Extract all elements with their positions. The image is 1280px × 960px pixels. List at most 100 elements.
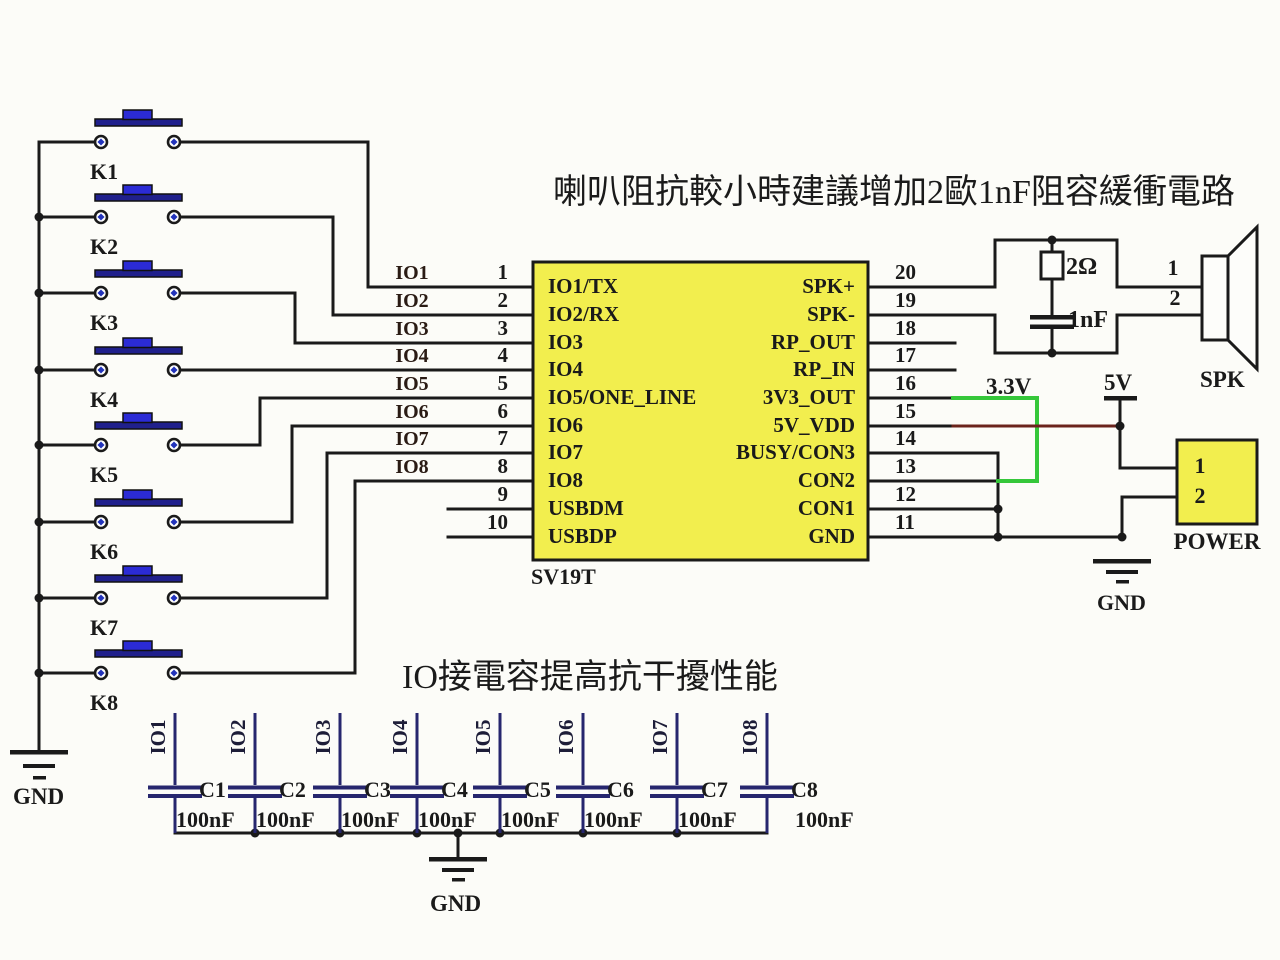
- pin-num-4: 4: [497, 343, 509, 367]
- ic-pin-label-rpout: RP_OUT: [771, 330, 855, 354]
- cap-name-c1: C1: [199, 777, 226, 802]
- pin-num-3: 3: [497, 316, 509, 340]
- cap-value-c5: 100nF: [501, 807, 560, 832]
- wire-group: [37, 140, 1204, 860]
- pin-num-5: 5: [497, 371, 509, 395]
- v5-rail-wire: [1118, 397, 1179, 470]
- pin-num-9: 9: [497, 482, 509, 506]
- cap-net-io2: IO2: [226, 719, 250, 755]
- button-k2[interactable]: [93, 183, 184, 225]
- net-label-io8: IO8: [395, 456, 429, 478]
- pin-num-10: 10: [487, 510, 508, 534]
- power-pin2-label: 2: [1194, 483, 1206, 508]
- net-io2-wire: [179, 215, 535, 317]
- pin-num-16: 16: [895, 371, 916, 395]
- net-io5-wire: [179, 396, 535, 447]
- net-io1-wire: [179, 140, 535, 289]
- pin-num-7: 7: [497, 426, 509, 450]
- resistor-icon: [1039, 250, 1065, 281]
- snubber-note: 喇叭阻抗較小時建議增加2歐1nF阻容緩衝電路: [553, 174, 1235, 211]
- gnd-symbol-left: [10, 750, 68, 780]
- cap-net-io6: IO6: [554, 719, 578, 755]
- net-label-io7: IO7: [395, 428, 429, 450]
- spk-pin1-label: 1: [1167, 255, 1179, 280]
- cap-value-c4: 100nF: [418, 807, 477, 832]
- cap-net-io8: IO8: [738, 719, 762, 755]
- snubber-cap-icon: [1030, 315, 1074, 329]
- button-k1[interactable]: [93, 108, 184, 150]
- net-label-io1: IO1: [395, 262, 429, 284]
- pin-num-14: 14: [895, 426, 916, 450]
- pin-num-12: 12: [895, 482, 916, 506]
- snubber-cap-value: 1nF: [1068, 307, 1109, 333]
- gnd-symbol-bottom: [429, 857, 487, 882]
- ic-pin-label-5vvdd: 5V_VDD: [773, 413, 855, 437]
- cap-name-c7: C7: [701, 777, 728, 802]
- cap-value-c1: 100nF: [176, 807, 235, 832]
- ic-pin-label-io8: IO8: [548, 468, 584, 492]
- spk-minus-wire: [866, 313, 1204, 355]
- button-k6[interactable]: [93, 488, 184, 530]
- cap-value-c3: 100nF: [341, 807, 400, 832]
- ic-pin-label-rpin: RP_IN: [793, 357, 855, 381]
- rail-5v-label: 5V: [1104, 370, 1133, 395]
- cap-net-io7: IO7: [648, 719, 672, 755]
- button-k5[interactable]: [93, 411, 184, 453]
- ic-pin-label-3v3out: 3V3_OUT: [762, 385, 855, 409]
- pin-num-19: 19: [895, 288, 916, 312]
- cap-name-c8: C8: [791, 777, 818, 802]
- button-k4[interactable]: [93, 336, 184, 378]
- ic-pin-label-con2: CON2: [797, 468, 855, 492]
- cap-name-c4: C4: [441, 777, 468, 802]
- button-k7[interactable]: [93, 564, 184, 606]
- gnd-label-right: GND: [1097, 590, 1146, 615]
- button-label-k1: K1: [90, 159, 119, 184]
- button-k3[interactable]: [93, 259, 184, 301]
- button-label-k8: K8: [90, 690, 119, 715]
- ic-pin-label-io1tx: IO1/TX: [548, 274, 619, 298]
- net-label-io6: IO6: [395, 401, 429, 423]
- ic-pin-label-usbdm: USBDM: [548, 496, 624, 520]
- pin-num-11: 11: [895, 510, 915, 534]
- pin-num-17: 17: [895, 343, 916, 367]
- cap-value-c6: 100nF: [584, 807, 643, 832]
- net-io8-wire: [179, 479, 535, 675]
- net-label-io5: IO5: [395, 373, 429, 395]
- pin-num-18: 18: [895, 316, 916, 340]
- gnd-symbol-right: [1093, 559, 1151, 584]
- net-io6-wire: [179, 424, 535, 524]
- button-label-k2: K2: [90, 234, 119, 259]
- net-io3-wire: [179, 291, 535, 345]
- pin-num-20: 20: [895, 260, 916, 284]
- cap-name-c5: C5: [524, 777, 551, 802]
- button-label-k7: K7: [90, 615, 119, 640]
- cap-name-c2: C2: [279, 777, 306, 802]
- button-label-k6: K6: [90, 539, 119, 564]
- spk-pin2-label: 2: [1169, 285, 1181, 310]
- gnd-label-bottom: GND: [430, 891, 482, 916]
- ic-pin-label-busy: BUSY/CON3: [735, 440, 855, 464]
- power-connector-body: [1175, 438, 1259, 526]
- v5-supply-icon: [1104, 396, 1137, 401]
- ic-pin-label-gnd: GND: [808, 524, 855, 548]
- net-label-io3: IO3: [395, 318, 429, 340]
- ic-pin-label-io2rx: IO2/RX: [548, 302, 620, 326]
- net-io7-wire: [179, 451, 535, 600]
- button-label-k4: K4: [90, 387, 119, 412]
- pin-num-2: 2: [497, 288, 509, 312]
- ic-pin-label-io6: IO6: [548, 413, 584, 437]
- speaker-icon: [1200, 223, 1259, 373]
- caps-note: IO接電容提高抗干擾性能: [402, 659, 778, 696]
- button-k8[interactable]: [93, 639, 184, 681]
- ic-name: SV19T: [531, 564, 596, 589]
- ic-pin-label-spkp: SPK+: [802, 274, 855, 298]
- snubber-resistor-value: 2Ω: [1066, 254, 1098, 280]
- net-label-io2: IO2: [395, 290, 429, 312]
- net-label-io4: IO4: [395, 345, 429, 367]
- ic-pin-label-con1: CON1: [797, 496, 855, 520]
- cap-value-c8: 100nF: [795, 807, 854, 832]
- pin-num-1: 1: [497, 260, 509, 284]
- ic-pin-label-io3: IO3: [548, 330, 584, 354]
